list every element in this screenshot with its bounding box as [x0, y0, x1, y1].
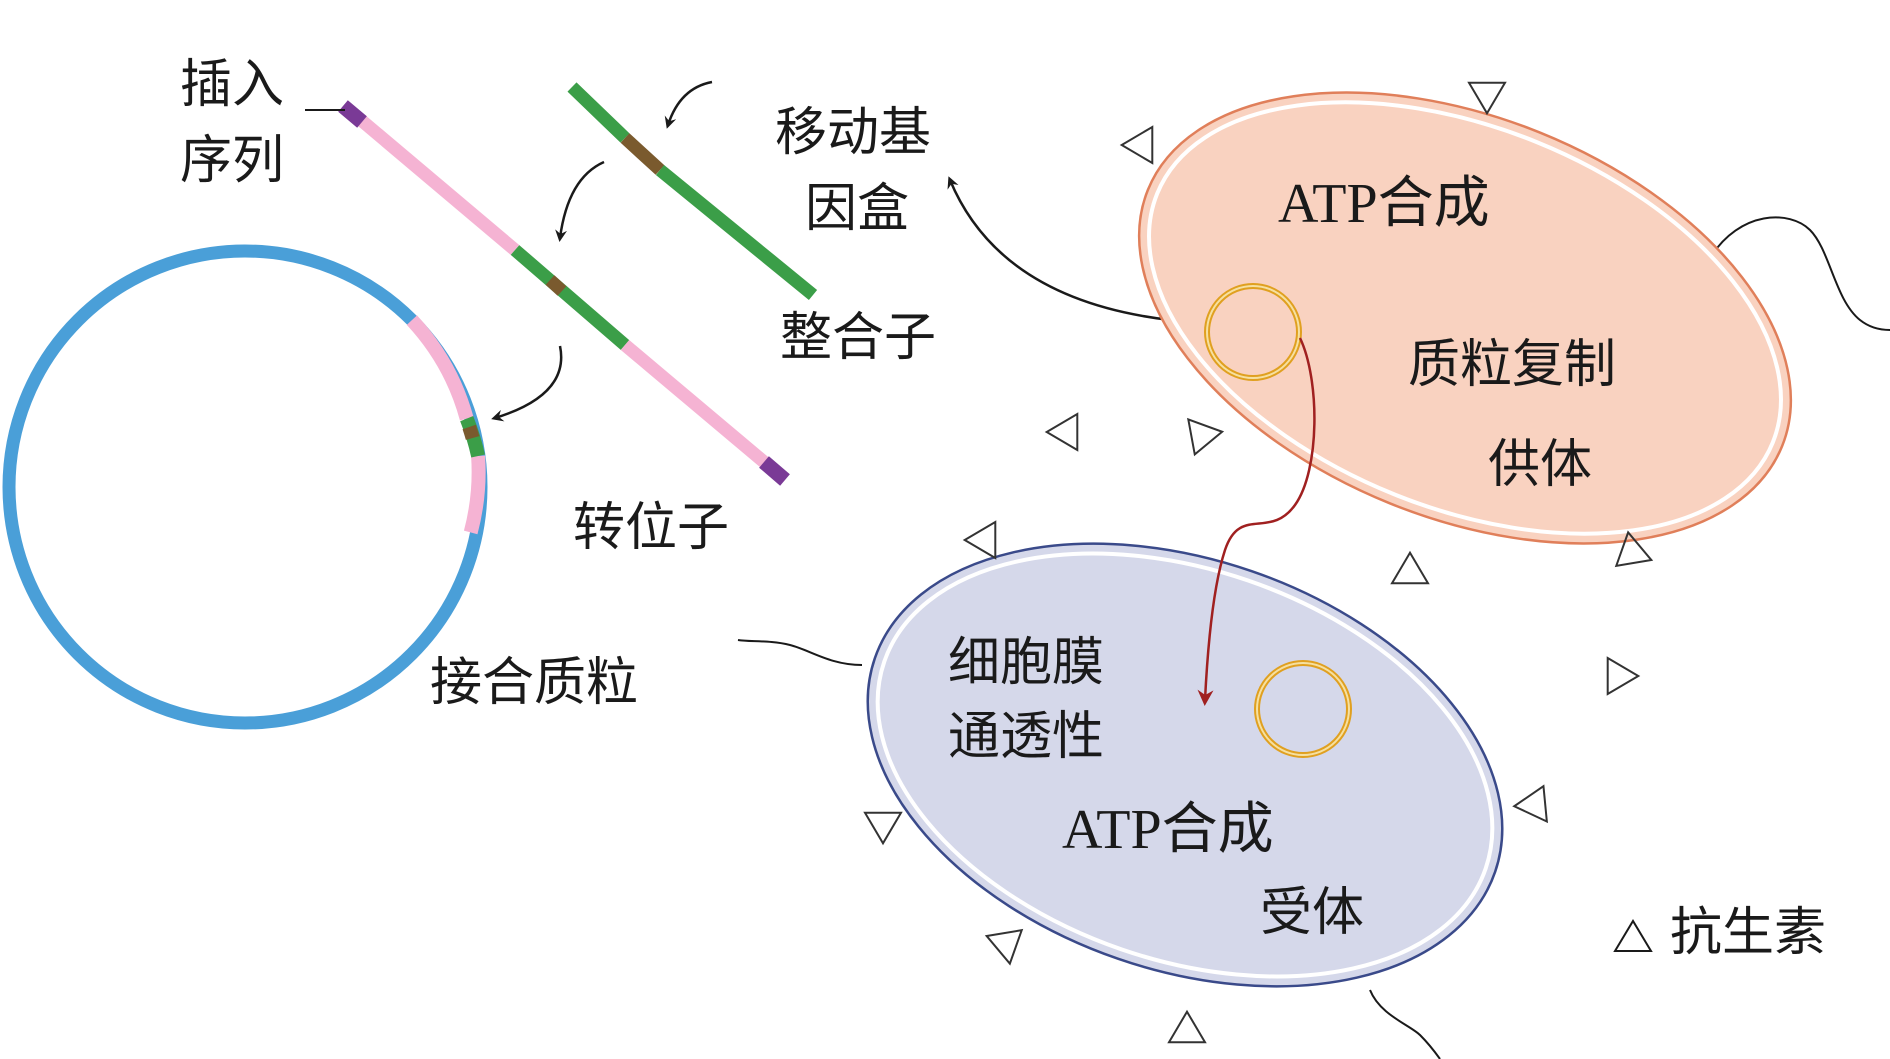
antibiotic-triangle-icon	[1167, 1009, 1207, 1044]
donor-cell	[1137, 91, 1890, 545]
antibiotic-triangle-icon	[1614, 530, 1654, 568]
label-transposon: 转位子	[573, 498, 729, 558]
antibiotic-triangle-icon	[1467, 81, 1507, 116]
label-donor-plasmid-2: 供体	[1488, 435, 1592, 495]
curved-arrow-icon	[664, 80, 713, 129]
label-mobile-gene-cassette-1: 移动基	[775, 103, 931, 163]
label-recipient: 受体	[1260, 883, 1364, 943]
legend-antibiotic-icon	[1613, 919, 1653, 952]
label-recipient-membrane-2: 通透性	[948, 707, 1104, 767]
antibiotic-triangle-icon	[1606, 656, 1641, 696]
transposon-element	[338, 100, 790, 486]
label-recipient-atp: ATP合成	[1062, 799, 1274, 861]
label-donor-atp: ATP合成	[1278, 173, 1490, 235]
antibiotic-molecules	[863, 81, 1654, 1044]
antibiotic-triangle-icon	[962, 520, 997, 560]
label-insertion-sequence-1: 插入	[180, 55, 284, 115]
integron-element	[567, 82, 818, 301]
insertion-sequence-end-upper	[338, 100, 367, 128]
antibiotic-triangle-icon	[1390, 550, 1430, 585]
recipient-flagellum-left	[737, 639, 863, 666]
antibiotic-triangle-icon	[1512, 784, 1549, 824]
label-insertion-sequence-2: 序列	[180, 131, 284, 191]
curved-arrow-icon	[947, 176, 1171, 322]
donor-flagellum	[1709, 216, 1890, 331]
curved-arrow-icon	[555, 160, 605, 242]
antibiotic-triangle-icon	[1119, 125, 1154, 165]
label-conjugative-plasmid: 接合质粒	[430, 653, 638, 713]
insertion-sequence-end-lower	[759, 456, 790, 486]
recipient-cell	[737, 542, 1504, 1059]
conjugative-plasmid	[2, 244, 488, 730]
curved-arrow-icon	[491, 345, 563, 422]
label-mobile-gene-cassette-2: 因盒	[805, 179, 909, 239]
label-integron: 整合子	[780, 308, 936, 368]
plasmid-brown-mark	[462, 424, 480, 440]
antibiotic-triangle-icon	[984, 928, 1024, 966]
recipient-cell-body	[866, 542, 1504, 988]
plasmid-transfer-arrow	[1197, 337, 1316, 706]
label-legend-antibiotic: 抗生素	[1670, 903, 1826, 963]
antibiotic-triangle-icon	[1187, 417, 1225, 457]
plasmid-pink-segment-upper	[406, 315, 474, 421]
label-recipient-membrane-1: 细胞膜	[948, 633, 1104, 693]
plasmid-pink-segment-lower	[463, 455, 486, 535]
donor-cell-body	[1137, 91, 1793, 545]
label-donor-plasmid-1: 质粒复制	[1408, 335, 1616, 395]
antibiotic-triangle-icon	[1044, 412, 1079, 452]
recipient-flagellum-bottom	[1369, 989, 1441, 1059]
antibiotic-triangle-icon	[863, 811, 903, 846]
